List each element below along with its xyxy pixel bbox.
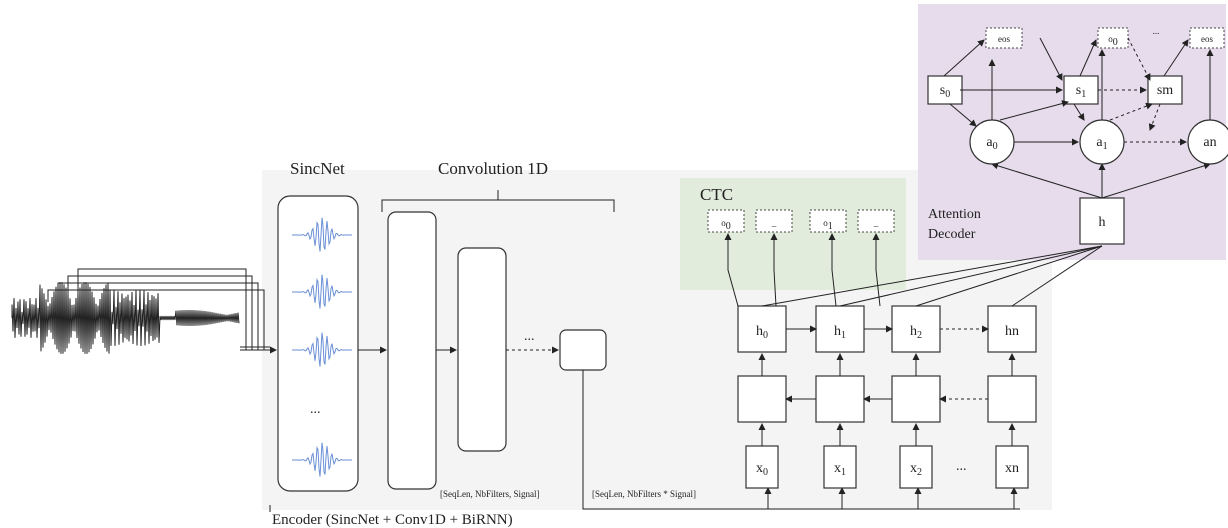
sincnet-label: SincNet <box>290 159 345 178</box>
ctc-title: CTC <box>700 185 733 204</box>
decoder-title-line2: Decoder <box>928 227 976 242</box>
convolution-label: Convolution 1D <box>438 159 548 178</box>
decoder-output-label: eos <box>998 34 1010 44</box>
attention-weight-label: an <box>1203 135 1216 150</box>
waveform-trace <box>12 282 239 354</box>
recurrent-node <box>738 376 786 422</box>
input-waveform <box>12 282 239 354</box>
dim-label-1: [SeqLen, NbFilters, Signal] <box>440 489 540 499</box>
encoder-title: Encoder (SincNet + Conv1D + BiRNN) <box>272 512 513 528</box>
decoder-title-line1: Attention <box>928 207 981 222</box>
dim-label-2: [SeqLen, NbFilters * Signal] <box>592 489 696 499</box>
ctc-output-label: _ <box>873 218 879 228</box>
recurrent-node <box>988 376 1036 422</box>
recurrent-node <box>892 376 940 422</box>
conv-layer-1 <box>388 212 436 489</box>
conv-layer-n <box>560 330 606 370</box>
decoder-output-ellipsis: ... <box>1153 26 1160 36</box>
birnn-input-ellipsis: ... <box>956 459 967 474</box>
conv-layer-2 <box>458 248 506 451</box>
hidden-label: hn <box>1005 324 1019 339</box>
decoder-output-label: eos <box>1201 34 1213 44</box>
ctc-output-label: _ <box>771 218 777 228</box>
sincnet-ellipsis: ... <box>310 402 321 417</box>
input-label: xn <box>1005 461 1019 476</box>
recurrent-node <box>816 376 864 422</box>
conv-dots: ... <box>524 329 535 344</box>
decoder-state-label: sm <box>1157 83 1173 98</box>
attention-h-label: h <box>1099 215 1106 230</box>
